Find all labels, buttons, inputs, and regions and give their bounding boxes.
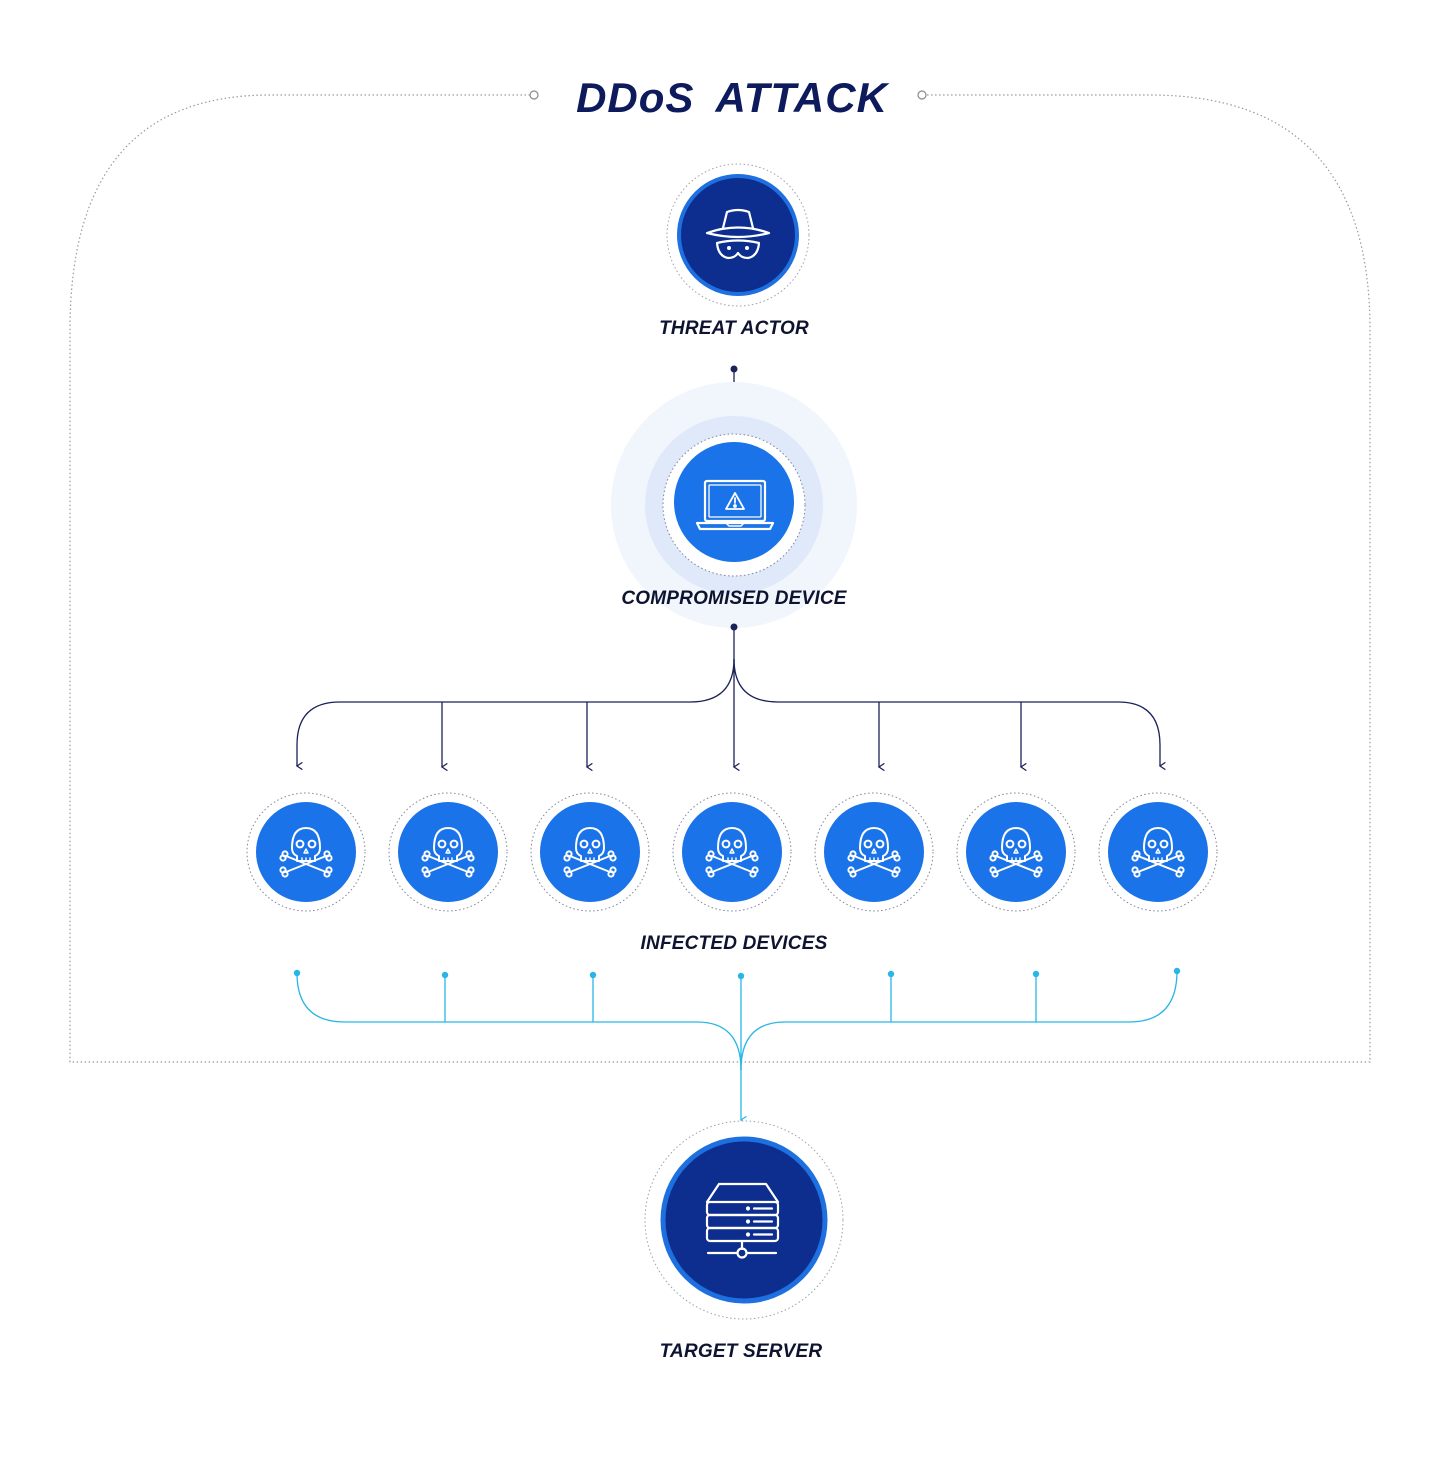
- infected-device-node: [530, 792, 650, 912]
- connector-branch: [295, 658, 735, 771]
- infected-device-node: [1098, 792, 1218, 912]
- skull-crossbones-icon: [989, 827, 1043, 878]
- infected-device-node: [246, 792, 366, 912]
- target-server-label: TARGET SERVER: [659, 1341, 823, 1362]
- infected-devices-row: [246, 792, 1218, 912]
- laptop-warning-icon: [695, 479, 775, 531]
- skull-crossbones-icon: [847, 827, 901, 878]
- infected-device-node: [814, 792, 934, 912]
- target-server-node: [644, 1120, 844, 1320]
- server-icon: [705, 1182, 780, 1259]
- skull-crossbones-icon: [279, 827, 333, 878]
- skull-crossbones-icon: [705, 827, 759, 878]
- skull-crossbones-icon: [421, 827, 475, 878]
- compromised-device-node: [611, 382, 857, 628]
- device-to-infected-connectors: [295, 623, 1166, 772]
- connector-branch: [296, 972, 742, 1071]
- skull-crossbones-icon: [1131, 827, 1185, 878]
- threat-actor-label: THREAT ACTOR: [659, 318, 809, 339]
- connector-branch: [733, 658, 1166, 771]
- outer-frame: [69, 90, 1371, 1063]
- diagram-title: DDoS ATTACK: [576, 74, 888, 121]
- infected-to-target-connectors: [293, 967, 1181, 1125]
- threat-actor-node: [666, 163, 810, 307]
- compromised-device-label: COMPROMISED DEVICE: [621, 588, 847, 609]
- connector-branch: [740, 970, 1178, 1071]
- skull-crossbones-icon: [563, 827, 617, 878]
- infected-device-node: [388, 792, 508, 912]
- spy-icon: [705, 208, 771, 260]
- infected-device-node: [956, 792, 1076, 912]
- infected-device-node: [672, 792, 792, 912]
- infected-devices-label: INFECTED DEVICES: [640, 933, 828, 954]
